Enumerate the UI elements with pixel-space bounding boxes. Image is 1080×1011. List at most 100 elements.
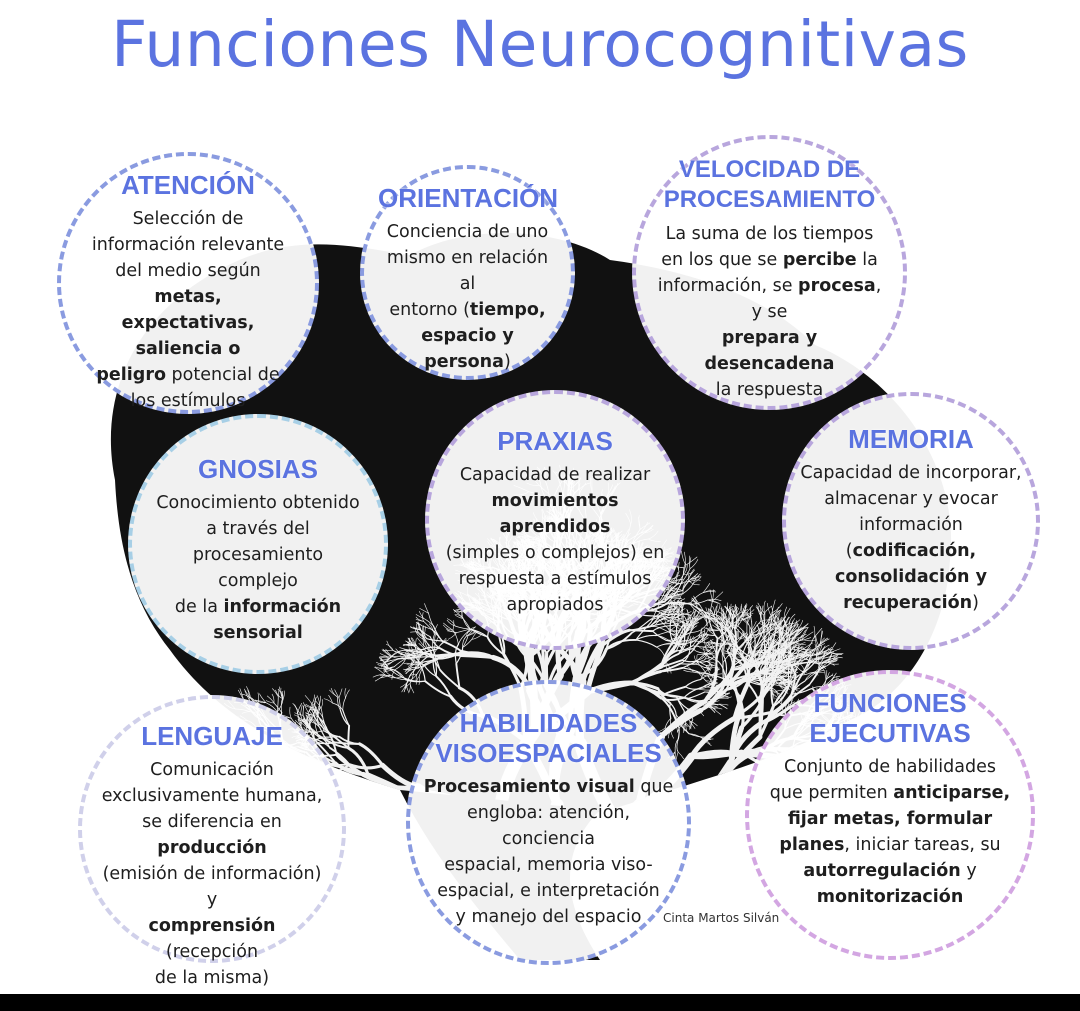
circle-description: Comunicación exclusivamente humana, se dif…: [100, 757, 324, 991]
description-line: recuperación): [796, 590, 1026, 616]
circle-description: Conocimiento obtenido a través del procesa…: [152, 490, 364, 646]
circle-title: MEMORIA: [848, 424, 974, 454]
text: información (: [845, 515, 963, 561]
description-line: a través del: [152, 516, 364, 542]
text: que: [634, 777, 674, 797]
description-line: planes, iniciar tareas, su: [769, 832, 1011, 858]
description-line: Capacidad de incorporar,: [796, 460, 1026, 486]
text: se diferencia en: [142, 812, 282, 832]
description-line: comprensión (recepción: [100, 913, 324, 965]
text: (simples o complejos) en: [445, 543, 665, 563]
description-line: de la misma): [100, 965, 324, 991]
circle-title: HABILIDADES VISOESPACIALES: [435, 708, 662, 768]
description-line: autorregulación y: [769, 858, 1011, 884]
circle-title: PRAXIAS: [497, 426, 613, 456]
circle-title: LENGUAJE: [141, 721, 283, 751]
text: que permiten: [769, 783, 894, 803]
text: de la: [174, 597, 224, 617]
description-line: espacial, memoria viso-: [420, 852, 677, 878]
circle-title: GNOSIAS: [198, 454, 318, 484]
bold-text: información: [223, 597, 342, 617]
description-line: mismo en relación al: [378, 245, 557, 297]
description-line: información relevante: [83, 232, 293, 258]
bold-text: Procesamiento visual: [423, 777, 635, 797]
bold-text: anticiparse,: [893, 783, 1011, 803]
text: y: [960, 861, 977, 881]
bold-text: planes: [779, 835, 845, 855]
text: ): [972, 593, 979, 613]
bold-text: expectativas, saliencia o: [121, 313, 255, 359]
description-line: de la información: [152, 594, 364, 620]
description-line: exclusivamente humana,: [100, 783, 324, 809]
bold-text: tiempo,: [469, 300, 546, 320]
text: engloba: atención, conciencia: [466, 803, 631, 849]
circle-habilidades-visoespaciales: HABILIDADES VISOESPACIALES Procesamiento …: [406, 680, 691, 965]
description-line: espacio y persona): [378, 323, 557, 375]
text: Conjunto de habilidades: [784, 757, 996, 777]
circle-orientacion: ORIENTACIÓN Conciencia de uno mismo en rel…: [360, 165, 575, 380]
text: Comunicación: [150, 760, 274, 780]
bold-text: consolidación y: [835, 567, 987, 587]
description-line: expectativas, saliencia o: [83, 310, 293, 362]
bottom-bar: [0, 994, 1080, 1011]
bold-text: peligro: [96, 365, 166, 385]
description-line: monitorización: [769, 884, 1011, 910]
circle-memoria: MEMORIA Capacidad de incorporar, almacenar…: [782, 392, 1040, 650]
circle-gnosias: GNOSIAS Conocimiento obtenido a través del…: [128, 414, 388, 674]
text: de la misma): [154, 968, 270, 988]
text: La suma de los tiempos: [665, 224, 874, 244]
text: mismo en relación al: [386, 248, 549, 294]
text: respuesta a estímulos: [458, 569, 652, 589]
bold-text: fijar metas, formular: [787, 809, 993, 829]
text: , iniciar tareas, su: [844, 835, 1001, 855]
description-line: Conjunto de habilidades: [769, 754, 1011, 780]
bold-text: producción: [157, 838, 267, 858]
circle-description: Capacidad de incorporar, almacenar y evoc…: [796, 460, 1026, 616]
text: Capacidad de incorporar,: [800, 463, 1022, 483]
circle-lenguaje: LENGUAJE Comunicación exclusivamente human…: [78, 695, 346, 988]
author-credit: Cinta Martos Silván: [661, 911, 782, 925]
bold-text: autorregulación: [803, 861, 961, 881]
description-line: la respuesta: [654, 377, 885, 403]
bold-text: metas,: [154, 287, 222, 307]
description-line: prepara y desencadena: [654, 325, 885, 377]
description-line: (emisión de información) y: [100, 861, 324, 913]
description-line: que permiten anticiparse,: [769, 780, 1011, 806]
bold-text: procesa: [798, 276, 876, 296]
description-line: Conciencia de uno: [378, 219, 557, 245]
description-line: en los que se percibe la: [654, 247, 885, 273]
bold-text: recuperación: [843, 593, 973, 613]
text: la respuesta: [715, 380, 824, 400]
description-line: los estímulos: [83, 388, 293, 414]
text: espacial, e interpretación: [437, 881, 660, 901]
description-line: La suma de los tiempos: [654, 221, 885, 247]
description-line: engloba: atención, conciencia: [420, 800, 677, 852]
description-line: consolidación y: [796, 564, 1026, 590]
text: Conciencia de uno: [386, 222, 549, 242]
text: entorno (: [389, 300, 470, 320]
description-line: Selección de: [83, 206, 293, 232]
description-line: (simples o complejos) en: [443, 540, 667, 566]
description-line: almacenar y evocar: [796, 486, 1026, 512]
text: y manejo del espacio: [455, 907, 642, 927]
circle-title: ATENCIÓN: [121, 170, 255, 200]
circle-title: FUNCIONES EJECUTIVAS: [809, 688, 971, 748]
text: la: [856, 250, 878, 270]
description-line: y manejo del espacio: [420, 904, 677, 930]
bold-text: codificación,: [852, 541, 977, 561]
bold-text: sensorial: [213, 623, 303, 643]
bold-text: espacio y persona: [421, 326, 514, 372]
description-line: procesamiento complejo: [152, 542, 364, 594]
text: Conocimiento obtenido: [156, 493, 360, 513]
text: a través del: [206, 519, 310, 539]
circle-title: ORIENTACIÓN: [378, 183, 559, 213]
description-line: entorno (tiempo,: [378, 297, 557, 323]
text: potencial de: [165, 365, 280, 385]
circle-description: Conjunto de habilidades que permiten anti…: [769, 754, 1011, 910]
description-line: peligro potencial de: [83, 362, 293, 388]
text: Selección de: [132, 209, 244, 229]
